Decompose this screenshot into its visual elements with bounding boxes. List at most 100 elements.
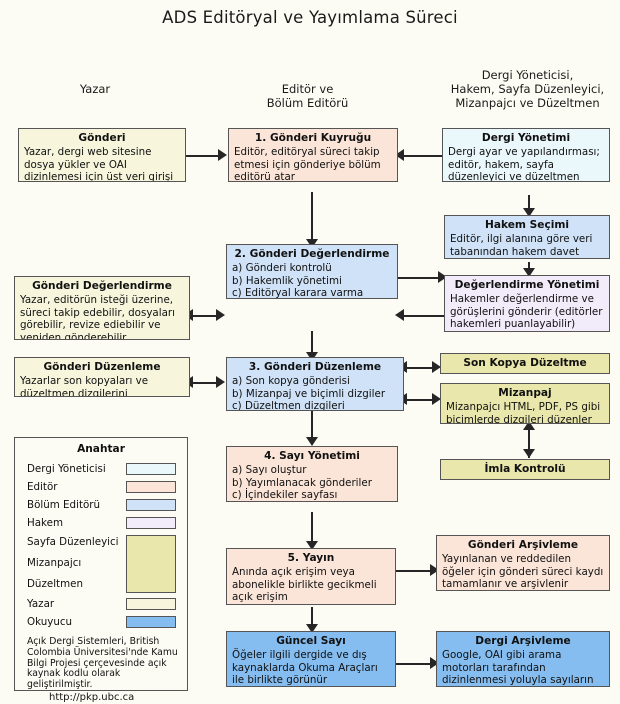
column-header-editor: Editör ve Bölüm Editörü <box>225 68 390 110</box>
box-dergi-yonetimi-body: Dergi ayar ve yapılandırması; editör, ha… <box>448 145 600 182</box>
connector <box>311 331 313 357</box>
connector <box>311 411 313 443</box>
box-yayin-title: 5. Yayın <box>287 552 335 564</box>
arrowhead <box>438 271 447 283</box>
arrowhead <box>218 149 227 161</box>
legend-swatch <box>126 598 176 610</box>
legend-url: http://pkp.ubc.ca <box>49 691 135 703</box>
arrowhead <box>306 541 318 550</box>
legend-label: Okuyucu <box>27 616 73 628</box>
box-gonderi-duzenleme-body: a) Son kopya gönderisi b) Mizanpaj ve bi… <box>232 374 386 411</box>
arrowhead <box>523 449 535 458</box>
box-gonderi-duzenleme-title: 3. Gönderi Düzenleme <box>248 361 382 373</box>
connector <box>528 424 530 458</box>
box-guncel-sayi-title: Güncel Sayı <box>276 635 346 647</box>
box-gonderi-duzenleme[interactable]: 3. Gönderi Düzenleme a) Son kopya gönder… <box>226 357 404 411</box>
column-header-author: Yazar <box>30 82 160 96</box>
legend-swatch <box>126 481 176 493</box>
box-sayi-yonetimi-body: a) Sayı oluştur b) Yayımlanacak gönderil… <box>232 463 372 502</box>
column-header-editor-label: Editör ve Bölüm Editörü <box>266 82 349 110</box>
legend-item-dergi-yoneticisi: Dergi Yöneticisi <box>15 460 187 478</box>
legend-label: Dergi Yöneticisi <box>27 463 106 475</box>
box-son-kopya-duzeltme-title: Son Kopya Düzeltme <box>463 356 587 369</box>
box-mizanpaj-title: Mizanpaj <box>498 387 552 399</box>
legend-label: Mizanpajcı <box>27 557 82 569</box>
box-gonderi-duzenleme-yazar-body: Yazarlar son kopyaları ve düzeltmen dizg… <box>20 374 149 397</box>
legend-item-editor: Editör <box>15 478 187 496</box>
box-gonderi-arsivleme-body: Yayınlanan ve reddedilen öğeler için gön… <box>442 552 604 591</box>
legend-swatch-layout-group <box>126 535 176 593</box>
arrowhead <box>306 624 318 633</box>
box-guncel-sayi[interactable]: Güncel Sayı Öğeler ilgili dergide ve dış… <box>226 631 396 687</box>
box-gonderi-degerlendirme-title: 2. Gönderi Değerlendirme <box>234 248 390 260</box>
box-gonderi[interactable]: Gönderi Yazar, dergi web sitesine dosya … <box>18 128 186 182</box>
arrowhead <box>395 149 404 161</box>
legend-item-bolum-editoru: Bölüm Editörü <box>15 496 187 514</box>
box-dergi-arsivleme-body: Google, OAI gibi arama motorları tarafın… <box>442 648 594 687</box>
box-sayi-yonetimi-title: 4. Sayı Yönetimi <box>264 450 360 462</box>
box-mizanpaj-body: Mizanpajcı HTML, PDF, PS gibi biçimlerde… <box>446 400 601 424</box>
legend-item-mizanpajci: Mizanpajcı <box>15 553 187 574</box>
box-guncel-sayi-body: Öğeler ilgili dergide ve dış kaynaklarda… <box>232 648 378 687</box>
legend-swatch <box>126 517 176 529</box>
connector <box>396 570 436 572</box>
legend-label: Sayfa Düzenleyici <box>27 536 119 548</box>
box-gonderi-duzenleme-yazar[interactable]: Gönderi Düzenleme Yazarlar son kopyaları… <box>14 357 190 397</box>
box-imla-kontrolu[interactable]: İmla Kontrolü <box>440 459 610 480</box>
column-header-staff: Dergi Yöneticisi, Hakem, Sayfa Düzenleyi… <box>440 54 615 110</box>
connector <box>311 512 313 548</box>
arrowhead <box>523 421 535 430</box>
box-degerlendirme-yonetimi[interactable]: Değerlendirme Yönetimi Hakemler değerlen… <box>444 275 610 332</box>
column-header-author-label: Yazar <box>79 82 111 96</box>
box-sayi-yonetimi[interactable]: 4. Sayı Yönetimi a) Sayı oluştur b) Yayı… <box>226 446 398 502</box>
connector <box>190 315 222 317</box>
box-yayin-body: Anında açık erişim veya abonelikle birli… <box>232 565 377 604</box>
legend-item-okuyucu: Okuyucu <box>15 613 187 631</box>
box-gonderi-kuyrugu[interactable]: 1. Gönderi Kuyruğu Editör, editöryal sür… <box>228 128 398 182</box>
arrowhead <box>306 239 318 248</box>
connector <box>186 155 222 157</box>
box-dergi-yonetimi[interactable]: Dergi Yönetimi Dergi ayar ve yapılandırm… <box>442 128 610 182</box>
arrowhead <box>306 437 318 446</box>
box-gonderi-arsivleme[interactable]: Gönderi Arşivleme Yayınlanan ve reddedil… <box>436 535 610 591</box>
arrowhead <box>432 361 441 373</box>
box-gonderi-degerlendirme[interactable]: 2. Gönderi Değerlendirme a) Gönderi kont… <box>226 244 398 299</box>
box-gonderi-degerlendirme-yazar-title: Gönderi Değerlendirme <box>32 280 172 292</box>
legend-title: Anahtar <box>77 443 125 455</box>
connector <box>404 399 438 401</box>
arrowhead <box>523 208 535 217</box>
box-dergi-arsivleme[interactable]: Dergi Arşivleme Google, OAI gibi arama m… <box>436 631 610 687</box>
box-hakem-secimi-body: Editör, ilgi alanına göre veri tabanında… <box>450 232 593 258</box>
legend-item-hakem: Hakem <box>15 514 187 532</box>
arrowhead <box>523 268 535 277</box>
legend-item-duzeltmen: Düzeltmen <box>15 574 187 595</box>
box-son-kopya-duzeltme[interactable]: Son Kopya Düzeltme <box>440 353 610 374</box>
box-hakem-secimi[interactable]: Hakem Seçimi Editör, ilgi alanına göre v… <box>444 215 610 259</box>
box-gonderi-degerlendirme-body: a) Gönderi kontrolü b) Hakemlik yönetimi… <box>232 261 364 299</box>
arrowhead <box>306 352 318 361</box>
legend-label: Bölüm Editörü <box>27 499 101 511</box>
box-degerlendirme-yonetimi-title: Değerlendirme Yönetimi <box>454 279 600 291</box>
box-mizanpaj[interactable]: Mizanpaj Mizanpajcı HTML, PDF, PS gibi b… <box>440 383 610 424</box>
connector <box>311 192 313 244</box>
box-gonderi-degerlendirme-yazar[interactable]: Gönderi Değerlendirme Yazar, editörün is… <box>14 276 190 340</box>
box-dergi-arsivleme-title: Dergi Arşivleme <box>475 635 571 647</box>
connector <box>396 663 436 665</box>
legend-note: Açık Dergi Sistemleri, British Colombia … <box>27 636 178 691</box>
box-gonderi-duzenleme-yazar-title: Gönderi Düzenleme <box>43 361 161 373</box>
legend-item-yazar: Yazar <box>15 595 187 613</box>
box-gonderi-degerlendirme-yazar-body: Yazar, editörün isteği üzerine, süreci t… <box>20 293 175 340</box>
box-yayin[interactable]: 5. Yayın Anında açık erişim veya aboneli… <box>226 548 396 605</box>
legend-label: Yazar <box>27 598 55 610</box>
connector <box>190 382 222 384</box>
arrowhead <box>216 309 225 321</box>
legend-panel: Anahtar Dergi Yöneticisi Editör Bölüm Ed… <box>14 437 188 703</box>
box-gonderi-kuyrugu-body: Editör, editöryal süreci takip etmesi iç… <box>234 145 381 182</box>
legend-label: Hakem <box>27 517 64 529</box>
legend-swatch <box>126 616 176 628</box>
legend-label: Düzeltmen <box>27 578 83 590</box>
legend-swatch <box>126 463 176 475</box>
box-gonderi-kuyrugu-title: 1. Gönderi Kuyruğu <box>254 132 372 144</box>
column-header-staff-label: Dergi Yöneticisi, Hakem, Sayfa Düzenleyi… <box>450 68 605 110</box>
